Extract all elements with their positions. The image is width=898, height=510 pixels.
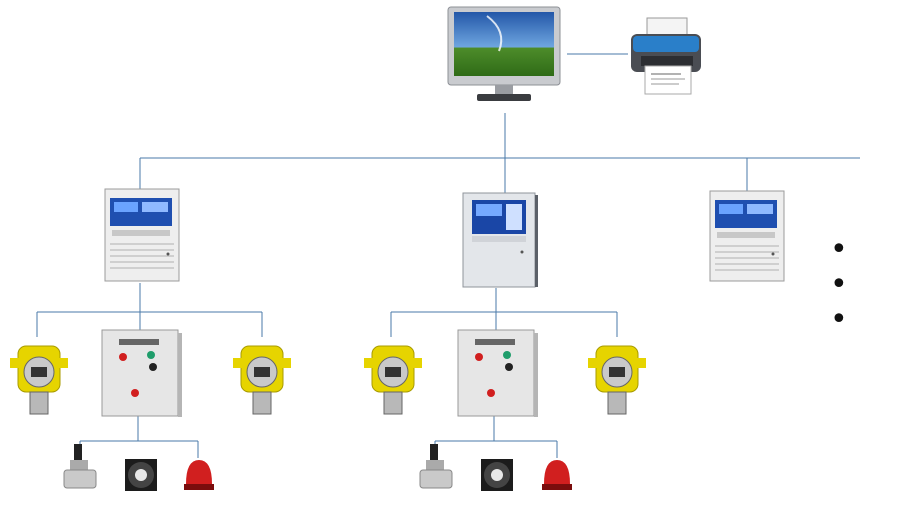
alarm-controller-center xyxy=(462,192,538,288)
alarm-controller-left xyxy=(104,188,180,282)
more-controllers-ellipsis: • • • xyxy=(830,232,858,337)
alarm-controller-right xyxy=(709,190,785,282)
solenoid-valve-icon xyxy=(419,444,453,489)
gas-detector-icon xyxy=(588,345,646,415)
alarm-light-icon xyxy=(184,460,214,490)
monitor-icon xyxy=(447,6,561,101)
gas-detector-icon xyxy=(364,345,422,415)
alarm-light-icon xyxy=(542,460,572,490)
exhaust-fan-icon xyxy=(481,459,513,491)
exhaust-fan-icon xyxy=(125,459,157,491)
linkage-control-box xyxy=(101,329,182,417)
solenoid-valve-icon xyxy=(63,444,97,489)
gas-detector-icon xyxy=(10,345,68,415)
gas-detector-icon xyxy=(233,345,291,415)
linkage-control-box xyxy=(457,329,538,417)
printer-icon xyxy=(631,17,701,95)
